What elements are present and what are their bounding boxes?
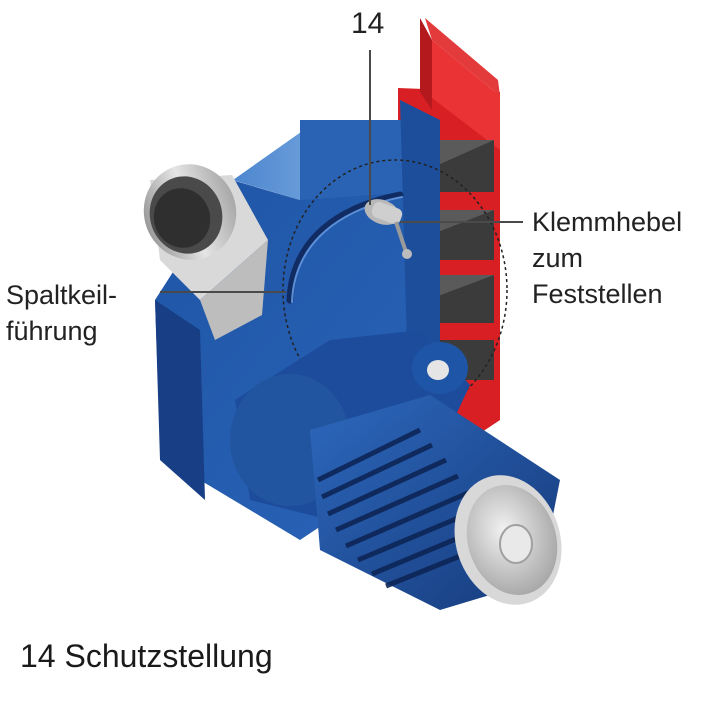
inlet-pipe bbox=[143, 164, 268, 340]
clamp-lever bbox=[364, 199, 412, 259]
figure-caption: 14 Schutzstellung bbox=[20, 638, 273, 674]
blade-dashed-outline bbox=[282, 159, 508, 421]
leader-lines bbox=[160, 50, 523, 293]
motor bbox=[230, 330, 562, 610]
clamp-lever-label: Klemmhebel zum Feststellen bbox=[532, 207, 683, 309]
riving-knife-guide-label: Spaltkeil- führung bbox=[6, 280, 118, 346]
callout-number: 14 bbox=[351, 7, 385, 40]
